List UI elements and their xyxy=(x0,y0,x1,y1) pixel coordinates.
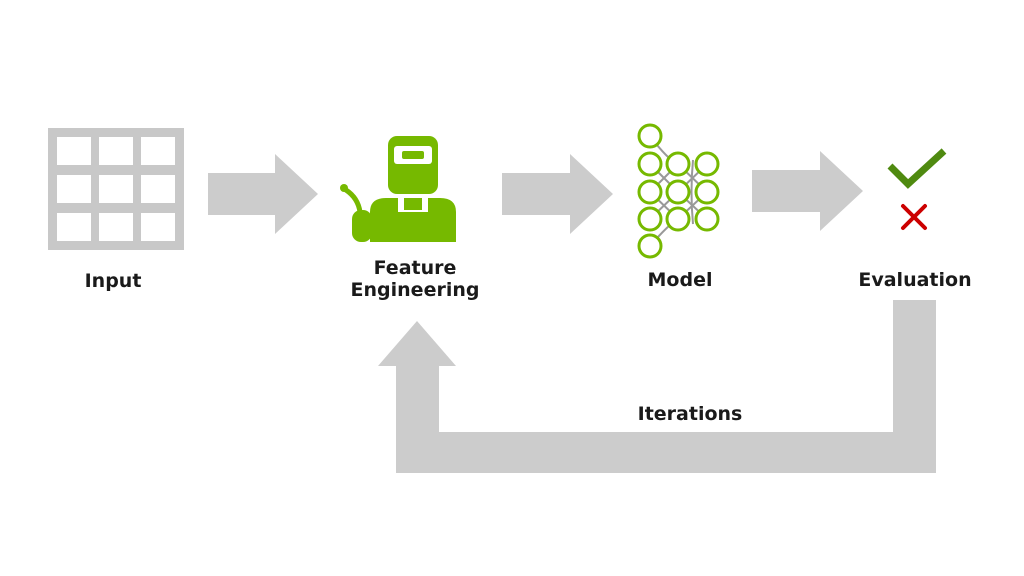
stage-label-feature-engineering: Feature Engineering xyxy=(335,257,495,301)
flow-arrow-1 xyxy=(208,154,318,234)
grid-table-icon xyxy=(48,128,184,250)
loop-label-iterations: Iterations xyxy=(637,403,743,425)
stage-label-feature-line2: Engineering xyxy=(350,279,480,301)
iterations-loop-arrow xyxy=(378,300,936,473)
neural-network-icon xyxy=(637,123,720,259)
stage-label-feature-line1: Feature xyxy=(373,257,457,279)
stage-label-evaluation: Evaluation xyxy=(858,269,972,291)
flow-arrow-3 xyxy=(752,151,863,231)
flow-arrow-2 xyxy=(502,154,613,234)
stage-label-model: Model xyxy=(647,269,713,291)
checkmark-icon xyxy=(887,148,947,189)
cross-icon xyxy=(901,204,927,230)
stage-label-input: Input xyxy=(84,270,142,292)
welder-icon xyxy=(340,136,456,242)
